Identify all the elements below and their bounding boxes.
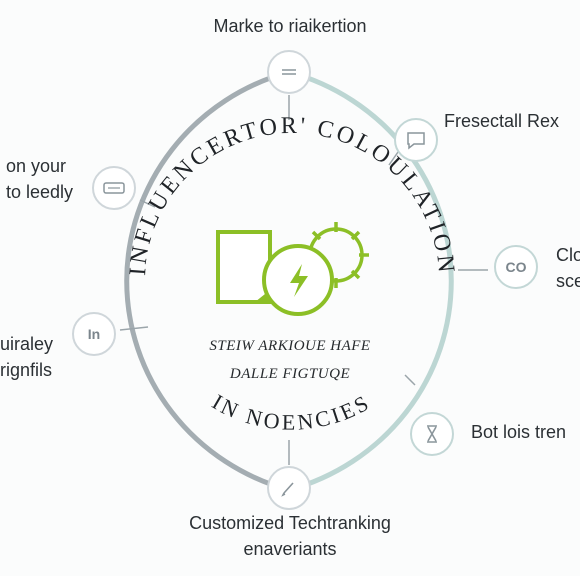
- chat-bubble-icon: [407, 132, 425, 150]
- text-lines-icon: [282, 69, 296, 75]
- pen-icon: [281, 482, 294, 497]
- label-left-line2: rignfils: [0, 360, 53, 380]
- outer-ring-gray: [124, 69, 290, 493]
- connector-ticks: [119, 95, 488, 465]
- node-left[interactable]: In: [72, 312, 116, 356]
- node-lower-right[interactable]: [410, 412, 454, 456]
- label-top: Marke to riaikertion: [0, 13, 580, 39]
- document-icon: [216, 230, 272, 304]
- label-upper-left-line2: to leedly: [6, 182, 74, 202]
- lightning-bolt-icon: [290, 264, 308, 297]
- label-lower-right: Bot lois tren: [471, 419, 566, 445]
- label-bottom: Customized Techtranking enaveriants: [0, 510, 580, 562]
- hourglass-icon: [427, 425, 437, 443]
- center-line-1: STEIW ARKIOUE HAFE: [209, 338, 371, 354]
- label-upper-left: on your to leedly: [6, 153, 73, 205]
- label-bottom-line1: Customized Techtranking: [189, 513, 391, 533]
- label-left-line1: uiraley: [0, 334, 54, 354]
- tag-icon: [103, 182, 125, 194]
- outer-ring-teal: [288, 69, 454, 493]
- ring-subtitle: IN NOENCIES: [208, 389, 375, 435]
- node-upper-right[interactable]: [394, 118, 438, 162]
- node-left-text: In: [87, 326, 101, 342]
- label-top-text: Marke to riaikertion: [213, 16, 367, 36]
- label-upper-right: Fresectall Rex: [444, 108, 559, 134]
- node-right[interactable]: CO: [494, 245, 538, 289]
- folder-icon: CO: [505, 259, 527, 275]
- label-upper-left-line1: on your: [6, 156, 67, 176]
- center-line-2: DALLE FIGTUQE: [229, 366, 351, 382]
- label-right-line2: sce: [556, 271, 580, 291]
- node-bottom[interactable]: [267, 466, 311, 510]
- label-bottom-line2: enaveriants: [243, 539, 337, 559]
- label-upper-right-text: Fresectall Rex: [444, 111, 560, 131]
- node-top[interactable]: [267, 50, 311, 94]
- node-upper-left[interactable]: [92, 166, 136, 210]
- label-lower-right-text: Bot lois tren: [471, 422, 567, 442]
- central-icon: [216, 222, 369, 316]
- label-left: uiraley rignfils: [0, 331, 53, 383]
- label-right-line1: Clo: [556, 245, 580, 265]
- label-right: Clo sce: [556, 242, 580, 294]
